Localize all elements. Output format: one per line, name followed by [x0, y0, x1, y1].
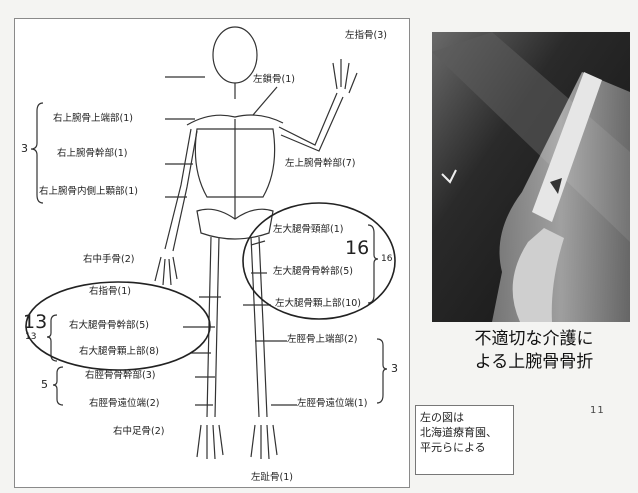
- credit-line-1: 左の図は: [420, 410, 509, 425]
- label-right-metacarpal: 右中手骨(2): [83, 255, 134, 265]
- brace-right-tibia: [53, 367, 63, 405]
- credit-line-2: 北海道療育園、: [420, 425, 509, 440]
- brace-left-tibia: [377, 339, 387, 403]
- skeleton-diagram-panel: 左指骨(3) 左鎖骨(1) 右上腕骨上端部(1) 右上腕骨幹部(1) 右上腕骨内…: [14, 18, 410, 488]
- label-left-femur-neck: 左大腿骨頸部(1): [273, 225, 343, 235]
- label-left-tibia-upper: 左脛骨上端部(2): [287, 335, 357, 345]
- label-right-humerus-medial: 右上腕骨内側上顆部(1): [39, 187, 138, 197]
- count-upper-right: 3: [21, 143, 28, 154]
- label-right-metatarsal: 右中足骨(2): [113, 427, 164, 437]
- label-right-tibia-shaft: 右脛骨骨幹部(3): [85, 371, 155, 381]
- label-right-femur-condyle: 右大腿骨顆上部(8): [79, 347, 159, 357]
- label-right-tibia-distal: 右脛骨遠位端(2): [89, 399, 159, 409]
- count-right-femur-small: 13: [25, 333, 36, 342]
- label-right-femur-shaft: 右大腿骨骨幹部(5): [69, 321, 149, 331]
- label-left-clavicle: 左鎖骨(1): [253, 75, 295, 85]
- brace-left-femur: [368, 225, 378, 303]
- label-left-femur-condyle: 左大腿骨顆上部(10): [275, 299, 361, 309]
- left-hand: [333, 59, 357, 93]
- xray-image: [432, 32, 630, 322]
- left-leg: [251, 237, 259, 417]
- left-foot: [251, 425, 277, 459]
- label-left-femur-shaft: 左大腿骨骨幹部(5): [273, 267, 353, 277]
- count-left-femur-big: 16: [345, 239, 369, 258]
- label-left-tibia-distal: 左脛骨遠位端(1): [297, 399, 367, 409]
- count-left-femur-small: 16: [381, 255, 392, 264]
- count-left-tibia: 3: [391, 363, 398, 374]
- count-right-tibia: 5: [41, 379, 48, 390]
- label-right-humerus-shaft: 右上腕骨幹部(1): [57, 149, 127, 159]
- humerus-fracture-xray: [432, 32, 630, 322]
- count-right-femur-big: 13: [23, 313, 47, 332]
- xray-caption: 不適切な介護に よる上腕骨骨折: [434, 328, 634, 374]
- label-left-toe: 左趾骨(1): [251, 473, 293, 483]
- credit-line-3: 平元らによる: [420, 440, 509, 455]
- caption-line-2: よる上腕骨骨折: [434, 351, 634, 374]
- skull: [213, 27, 257, 83]
- label-right-finger: 右指骨(1): [89, 287, 131, 297]
- right-hand: [155, 257, 177, 285]
- label-left-finger: 左指骨(3): [345, 31, 387, 41]
- source-credit-box: 左の図は 北海道療育園、 平元らによる: [415, 405, 514, 475]
- caption-line-1: 不適切な介護に: [434, 328, 634, 351]
- right-foot: [197, 425, 223, 459]
- label-right-humerus-upper: 右上腕骨上端部(1): [53, 114, 133, 124]
- page-number: 11: [590, 405, 605, 416]
- label-left-humerus-shaft: 左上腕骨幹部(7): [285, 159, 355, 169]
